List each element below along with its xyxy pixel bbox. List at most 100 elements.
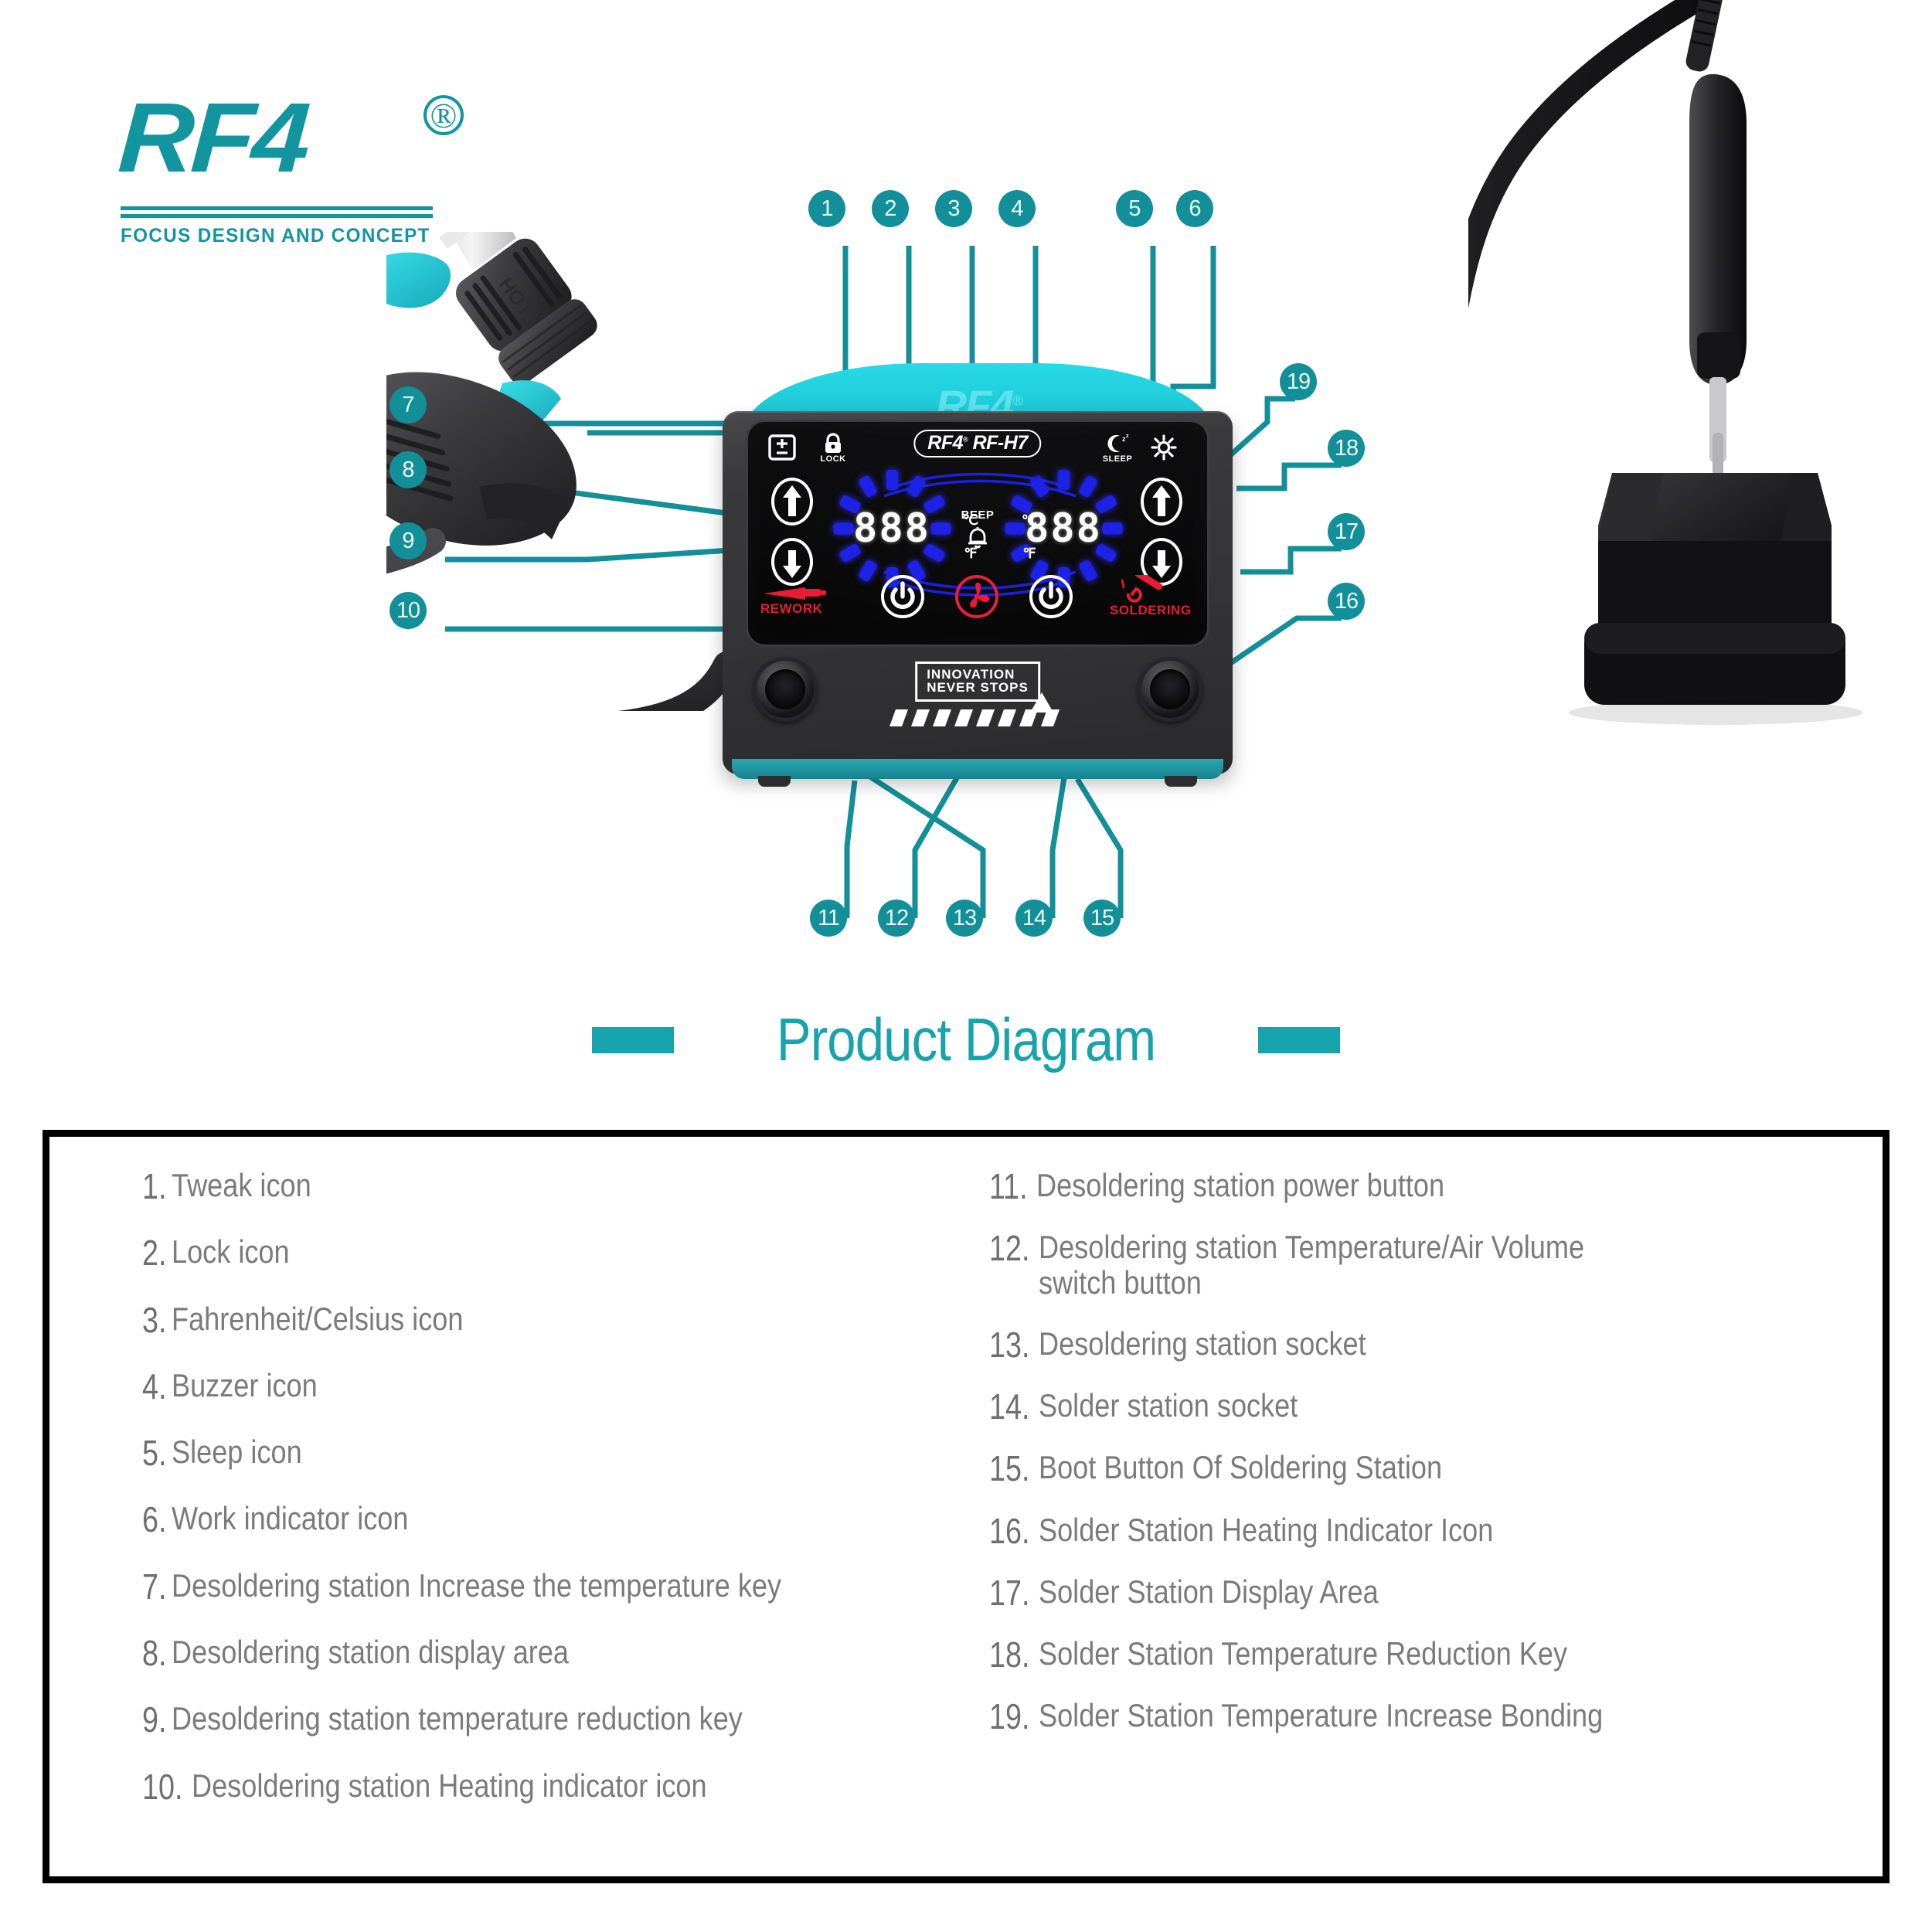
legend-item: 12.Desoldering station Temperature/Air V… xyxy=(989,1230,1844,1301)
legend-item-number: 4. xyxy=(142,1366,167,1406)
innovation-slogan-badge: INNOVATION NEVER STOPS xyxy=(915,662,1040,702)
legend-box: 1.Tweak icon 2.Lock icon 3.Fahrenheit/Cels… xyxy=(43,1130,1889,1883)
legend-item-text: Lock icon xyxy=(172,1233,290,1270)
legend-item-number: 2. xyxy=(142,1233,167,1274)
legend-item-text: Tweak icon xyxy=(172,1167,312,1203)
callout-15[interactable]: 15 xyxy=(1083,900,1121,937)
callout-17[interactable]: 17 xyxy=(1328,513,1365,550)
legend-item: 15.Boot Button Of Soldering Station xyxy=(989,1448,1844,1489)
legend-item-number: 5. xyxy=(142,1433,167,1474)
control-panel-face: LOCK RF4® RF-H7 z z SLEEP xyxy=(748,422,1207,645)
legend-item-text: Desoldering station Increase the tempera… xyxy=(172,1566,782,1604)
solder-boot-button[interactable] xyxy=(1029,575,1073,618)
title-rule-left xyxy=(592,1026,675,1053)
callout-12[interactable]: 12 xyxy=(878,900,915,937)
fahrenheit-celsius-icon-right: ℃ ℉ xyxy=(1015,513,1043,561)
desolder-temp-increase-key[interactable] xyxy=(771,478,813,526)
callout-19[interactable]: 19 xyxy=(1280,363,1317,400)
legend-item-number: 14. xyxy=(989,1386,1030,1427)
callout-4[interactable]: 4 xyxy=(998,190,1036,227)
solder-station-socket[interactable] xyxy=(1138,657,1202,722)
slogan-line-1: INNOVATION xyxy=(927,667,1015,682)
legend-item: 10.Desoldering station Heating indicator… xyxy=(142,1766,966,1807)
callout-1[interactable]: 1 xyxy=(808,190,845,227)
slogan-line-2: NEVER STOPS xyxy=(927,680,1029,696)
callout-3[interactable]: 3 xyxy=(935,190,972,227)
callout-6[interactable]: 6 xyxy=(1176,190,1213,227)
legend-item-text: Sleep icon xyxy=(172,1434,303,1471)
legend-item-text: Desoldering station display area xyxy=(172,1634,570,1671)
legend-item-number: 3. xyxy=(142,1299,167,1340)
rework-label: REWORK xyxy=(760,601,823,616)
callout-9[interactable]: 9 xyxy=(389,522,427,560)
legend-item-text: Work indicator icon xyxy=(172,1500,409,1537)
legend-item-number: 7. xyxy=(142,1566,167,1607)
page-title: Product Diagram xyxy=(776,1005,1156,1073)
model-badge: RF4® RF-H7 xyxy=(913,430,1042,457)
buzzer-bell-icon xyxy=(965,526,990,554)
celsius-symbol-left: ℃ xyxy=(962,512,979,528)
legend-item-text: Solder station socket xyxy=(1039,1386,1298,1423)
solder-display-area: 888 xyxy=(1005,470,1122,587)
callout-13[interactable]: 13 xyxy=(946,900,983,937)
legend-item-text: Boot Button Of Soldering Station xyxy=(1039,1449,1443,1486)
callout-11[interactable]: 11 xyxy=(810,900,847,937)
legend-item: 9.Desoldering station temperature reduct… xyxy=(142,1701,966,1739)
legend-item-number: 19. xyxy=(989,1696,1030,1737)
soldering-iron-stand xyxy=(1468,0,1862,725)
desolder-display-value: 888 xyxy=(853,505,930,552)
legend-item: 6.Work indicator icon xyxy=(142,1499,966,1540)
product-photo-scene: HOT xyxy=(386,0,1862,937)
legend-item-number: 6. xyxy=(142,1499,167,1540)
callout-5[interactable]: 5 xyxy=(1116,190,1153,227)
callout-8[interactable]: 8 xyxy=(389,451,427,488)
desolder-power-button[interactable] xyxy=(881,575,924,618)
legend-item-number: 16. xyxy=(989,1510,1030,1551)
section-title: Product Diagram xyxy=(0,1005,1932,1097)
legend-item-text: Desoldering station Heating indicator ic… xyxy=(191,1767,707,1804)
legend-item: 2.Lock icon xyxy=(142,1233,966,1274)
solder-temp-increase-key[interactable] xyxy=(1141,478,1182,526)
unit-foot-right xyxy=(1165,776,1197,787)
callout-10[interactable]: 10 xyxy=(389,592,427,629)
desolder-temp-decrease-key[interactable] xyxy=(771,538,813,586)
callout-18[interactable]: 18 xyxy=(1328,430,1365,467)
sleep-icon: z z SLEEP xyxy=(1099,433,1136,464)
callout-16[interactable]: 16 xyxy=(1328,583,1365,620)
legend-item-number: 13. xyxy=(989,1324,1030,1365)
soldering-label: SOLDERING xyxy=(1110,603,1192,617)
legend-item: 7.Desoldering station Increase the tempe… xyxy=(142,1566,966,1607)
fahrenheit-symbol-left: ℉ xyxy=(964,545,978,561)
legend-item-text: Buzzer icon xyxy=(172,1366,318,1403)
legend-item-number: 10. xyxy=(142,1766,183,1807)
fahrenheit-celsius-icon-left: ℃ ℉ xyxy=(957,513,985,561)
unit-base-trim xyxy=(732,759,1223,779)
air-volume-switch-button[interactable] xyxy=(955,575,998,618)
legend-column-left: 1.Tweak icon 2.Lock icon 3.Fahrenheit/Cels… xyxy=(88,1167,966,1845)
callout-7[interactable]: 7 xyxy=(389,386,427,423)
fahrenheit-symbol-right: ℉ xyxy=(1022,545,1036,561)
legend-item: 3.Fahrenheit/Celsius icon xyxy=(142,1301,966,1338)
legend-item: 1.Tweak icon xyxy=(142,1167,966,1205)
rework-station-unit: RF4® FOCUS DESIGN AND CONCEPT xyxy=(723,363,1233,835)
registered-trademark-icon: ® xyxy=(423,95,464,135)
callout-14[interactable]: 14 xyxy=(1015,900,1053,937)
legend-item-number: 15. xyxy=(989,1448,1030,1489)
lock-label: LOCK xyxy=(820,454,846,464)
legend-item-text: Desoldering station power button xyxy=(1036,1167,1445,1203)
svg-text:z: z xyxy=(1126,434,1129,439)
legend-item: 8.Desoldering station display area xyxy=(142,1634,966,1672)
legend-item-number: 17. xyxy=(989,1572,1030,1613)
callout-2[interactable]: 2 xyxy=(872,190,909,227)
unit-lower-facia: INNOVATION NEVER STOPS xyxy=(748,651,1207,737)
legend-item-number: 12. xyxy=(989,1228,1030,1269)
work-indicator-sun-icon xyxy=(1150,434,1178,464)
desolder-station-socket[interactable] xyxy=(753,657,818,722)
brand-tagline: FOCUS DESIGN AND CONCEPT xyxy=(121,225,430,247)
decorative-triangle-icon xyxy=(1030,692,1053,713)
legend-item-text: Solder Station Temperature Reduction Key xyxy=(1039,1635,1568,1672)
legend-item: 17.Solder Station Display Area xyxy=(989,1572,1844,1613)
legend-item: 5.Sleep icon xyxy=(142,1434,966,1471)
lock-icon: LOCK xyxy=(816,433,850,464)
